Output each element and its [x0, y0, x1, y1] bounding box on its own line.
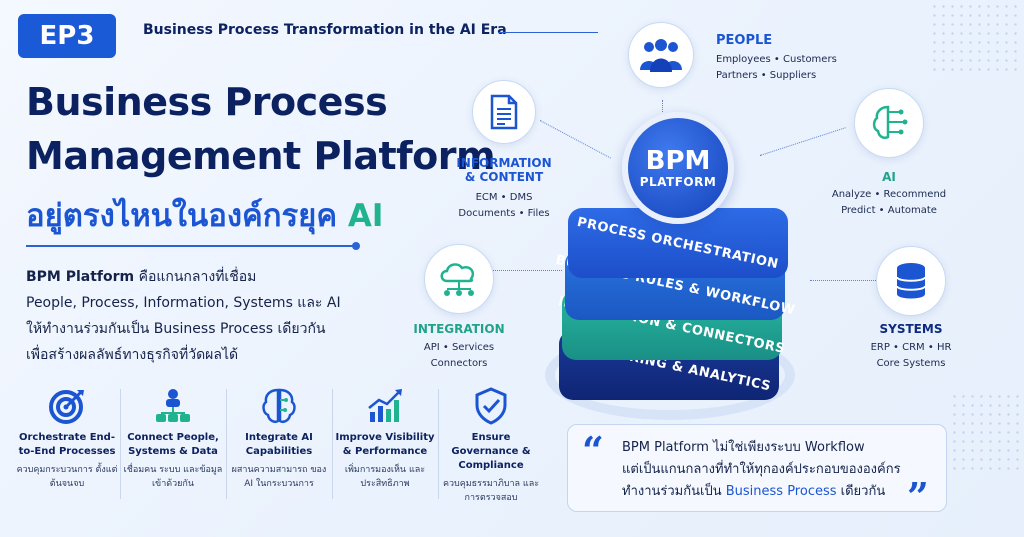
feature-row: Orchestrate End-to-End Processes ควบคุมก…: [14, 385, 544, 505]
document-icon: [490, 94, 518, 130]
quote-line1: BPM Platform ไม่ใช่เพียงระบบ Workflow: [622, 440, 865, 455]
title-thai-text: อยู่ตรงไหนในองค์กรยุค: [26, 198, 338, 234]
network-icon: [152, 385, 194, 427]
series-divider: [498, 32, 598, 33]
feature-subtitle: เชื่อมคน ระบบ และข้อมูลเข้าด้วยกัน: [123, 465, 223, 489]
information-title: INFORMATION & CONTENT: [452, 156, 556, 184]
intro-line4: เพื่อสร้างผลลัพธ์ทางธุรกิจที่วัดผลได้: [26, 347, 239, 363]
information-node: [472, 80, 536, 144]
feature-title: Connect People, Systems & Data: [127, 432, 219, 457]
quote-box: [567, 424, 947, 512]
feature-connect: Connect People, Systems & Data เชื่อมคน …: [120, 385, 226, 505]
open-quote-icon: “: [582, 428, 604, 473]
shield-check-icon: [470, 385, 512, 427]
feature-subtitle: ควบคุมกระบวนการ ตั้งแต่ต้นจนจบ: [16, 465, 118, 489]
integration-line1: API • Services: [423, 342, 495, 353]
connector-systems: [810, 280, 878, 281]
integration-node: [424, 244, 494, 314]
connector-people: [662, 100, 663, 112]
bpm-platform-core: BPM PLATFORM: [622, 112, 734, 224]
ai-node: [854, 88, 924, 158]
feature-governance: Ensure Governance & Compliance ควบคุมธรร…: [438, 385, 544, 505]
ai-line1: Analyze • Recommend: [831, 189, 947, 200]
quote-line3-post: เดียวกัน: [836, 484, 886, 499]
quote-line3-pre: ทำงานร่วมกันเป็น: [622, 484, 726, 499]
page-title-line1: Business Process: [26, 80, 388, 124]
target-icon: [46, 385, 88, 427]
people-line2: Partners • Suppliers: [716, 70, 817, 81]
information-line1: ECM • DMS: [475, 192, 533, 203]
connector-information: [539, 120, 611, 159]
cloud-network-icon: [440, 263, 475, 296]
dot-pattern-bottom-right: [950, 392, 1020, 472]
platform-label: PLATFORM: [639, 175, 717, 189]
intro-line2: People, Process, Information, Systems แล…: [26, 295, 341, 311]
intro-paragraph: BPM Platform คือแกนกลางที่เชื่อม People,…: [26, 264, 426, 368]
bpm-label: BPM: [645, 146, 711, 176]
dot-pattern-top-right: [930, 2, 1020, 72]
information-details: ECM • DMS Documents • Files: [452, 190, 556, 222]
feature-title: Ensure Governance & Compliance: [451, 432, 531, 471]
series-title: Business Process Transformation in the A…: [143, 22, 507, 38]
information-title1: INFORMATION: [456, 156, 552, 170]
ai-line2: Predict • Automate: [841, 205, 937, 216]
people-title: PEOPLE: [716, 33, 773, 48]
episode-badge: EP3: [18, 14, 116, 58]
growth-chart-icon: [364, 385, 406, 427]
title-divider: [26, 242, 360, 250]
title-ai-text: AI: [347, 198, 384, 234]
feature-title: Improve Visibility & Performance: [335, 432, 435, 457]
page-title-line3: อยู่ตรงไหนในองค์กรยุค AI: [26, 190, 383, 240]
feature-visibility: Improve Visibility & Performance เพิ่มกา…: [332, 385, 438, 505]
intro-bold: BPM Platform: [26, 269, 135, 285]
integration-details: API • Services Connectors: [404, 340, 514, 372]
feature-title: Orchestrate End-to-End Processes: [18, 432, 116, 457]
information-title2: & CONTENT: [464, 170, 544, 184]
people-details: Employees • Customers Partners • Supplie…: [716, 52, 837, 84]
ai-details: Analyze • Recommend Predict • Automate: [829, 187, 949, 219]
people-node: [628, 22, 694, 88]
systems-details: ERP • CRM • HR Core Systems: [851, 340, 971, 372]
feature-title: Integrate AI Capabilities: [245, 432, 313, 457]
ai-brain-icon: [872, 105, 908, 139]
quote-line3: ทำงานร่วมกันเป็น Business Process เดียวก…: [622, 481, 922, 503]
feature-integrate-ai: Integrate AI Capabilities ผสานความสามารถ…: [226, 385, 332, 505]
information-line2: Documents • Files: [458, 208, 550, 219]
close-quote-icon: ”: [907, 474, 929, 519]
feature-subtitle: ควบคุมธรรมาภิบาล และการตรวจสอบ: [442, 479, 540, 503]
systems-title: SYSTEMS: [879, 322, 943, 336]
connector-integration: [492, 270, 562, 271]
quote-text: BPM Platform ไม่ใช่เพียงระบบ Workflow แต…: [622, 437, 922, 503]
connector-ai: [759, 127, 846, 156]
ai-title: AI: [882, 170, 896, 184]
intro-line3: ให้ทำงานร่วมกันเป็น Business Process เดี…: [26, 321, 326, 337]
page-title-line2: Management Platform: [26, 134, 496, 178]
brain-icon: [258, 385, 300, 427]
systems-line2: Core Systems: [876, 358, 946, 369]
people-line1: Employees • Customers: [716, 54, 837, 65]
database-icon: [896, 263, 926, 299]
feature-orchestrate: Orchestrate End-to-End Processes ควบคุมก…: [14, 385, 120, 505]
quote-highlight: Business Process: [725, 484, 837, 499]
people-icon: [640, 39, 682, 72]
feature-subtitle: เพิ่มการมองเห็น และประสิทธิภาพ: [344, 465, 426, 489]
systems-node: [876, 246, 946, 316]
systems-line1: ERP • CRM • HR: [870, 342, 952, 353]
feature-subtitle: ผสานความสามารถ ของ AI ในกระบวนการ: [231, 465, 327, 489]
intro-line1: คือแกนกลางที่เชื่อม: [134, 269, 257, 285]
integration-line2: Connectors: [430, 358, 488, 369]
integration-title: INTEGRATION: [413, 322, 505, 336]
quote-line2: แต่เป็นแกนกลางที่ทำให้ทุกองค์ประกอบขององ…: [622, 462, 901, 477]
